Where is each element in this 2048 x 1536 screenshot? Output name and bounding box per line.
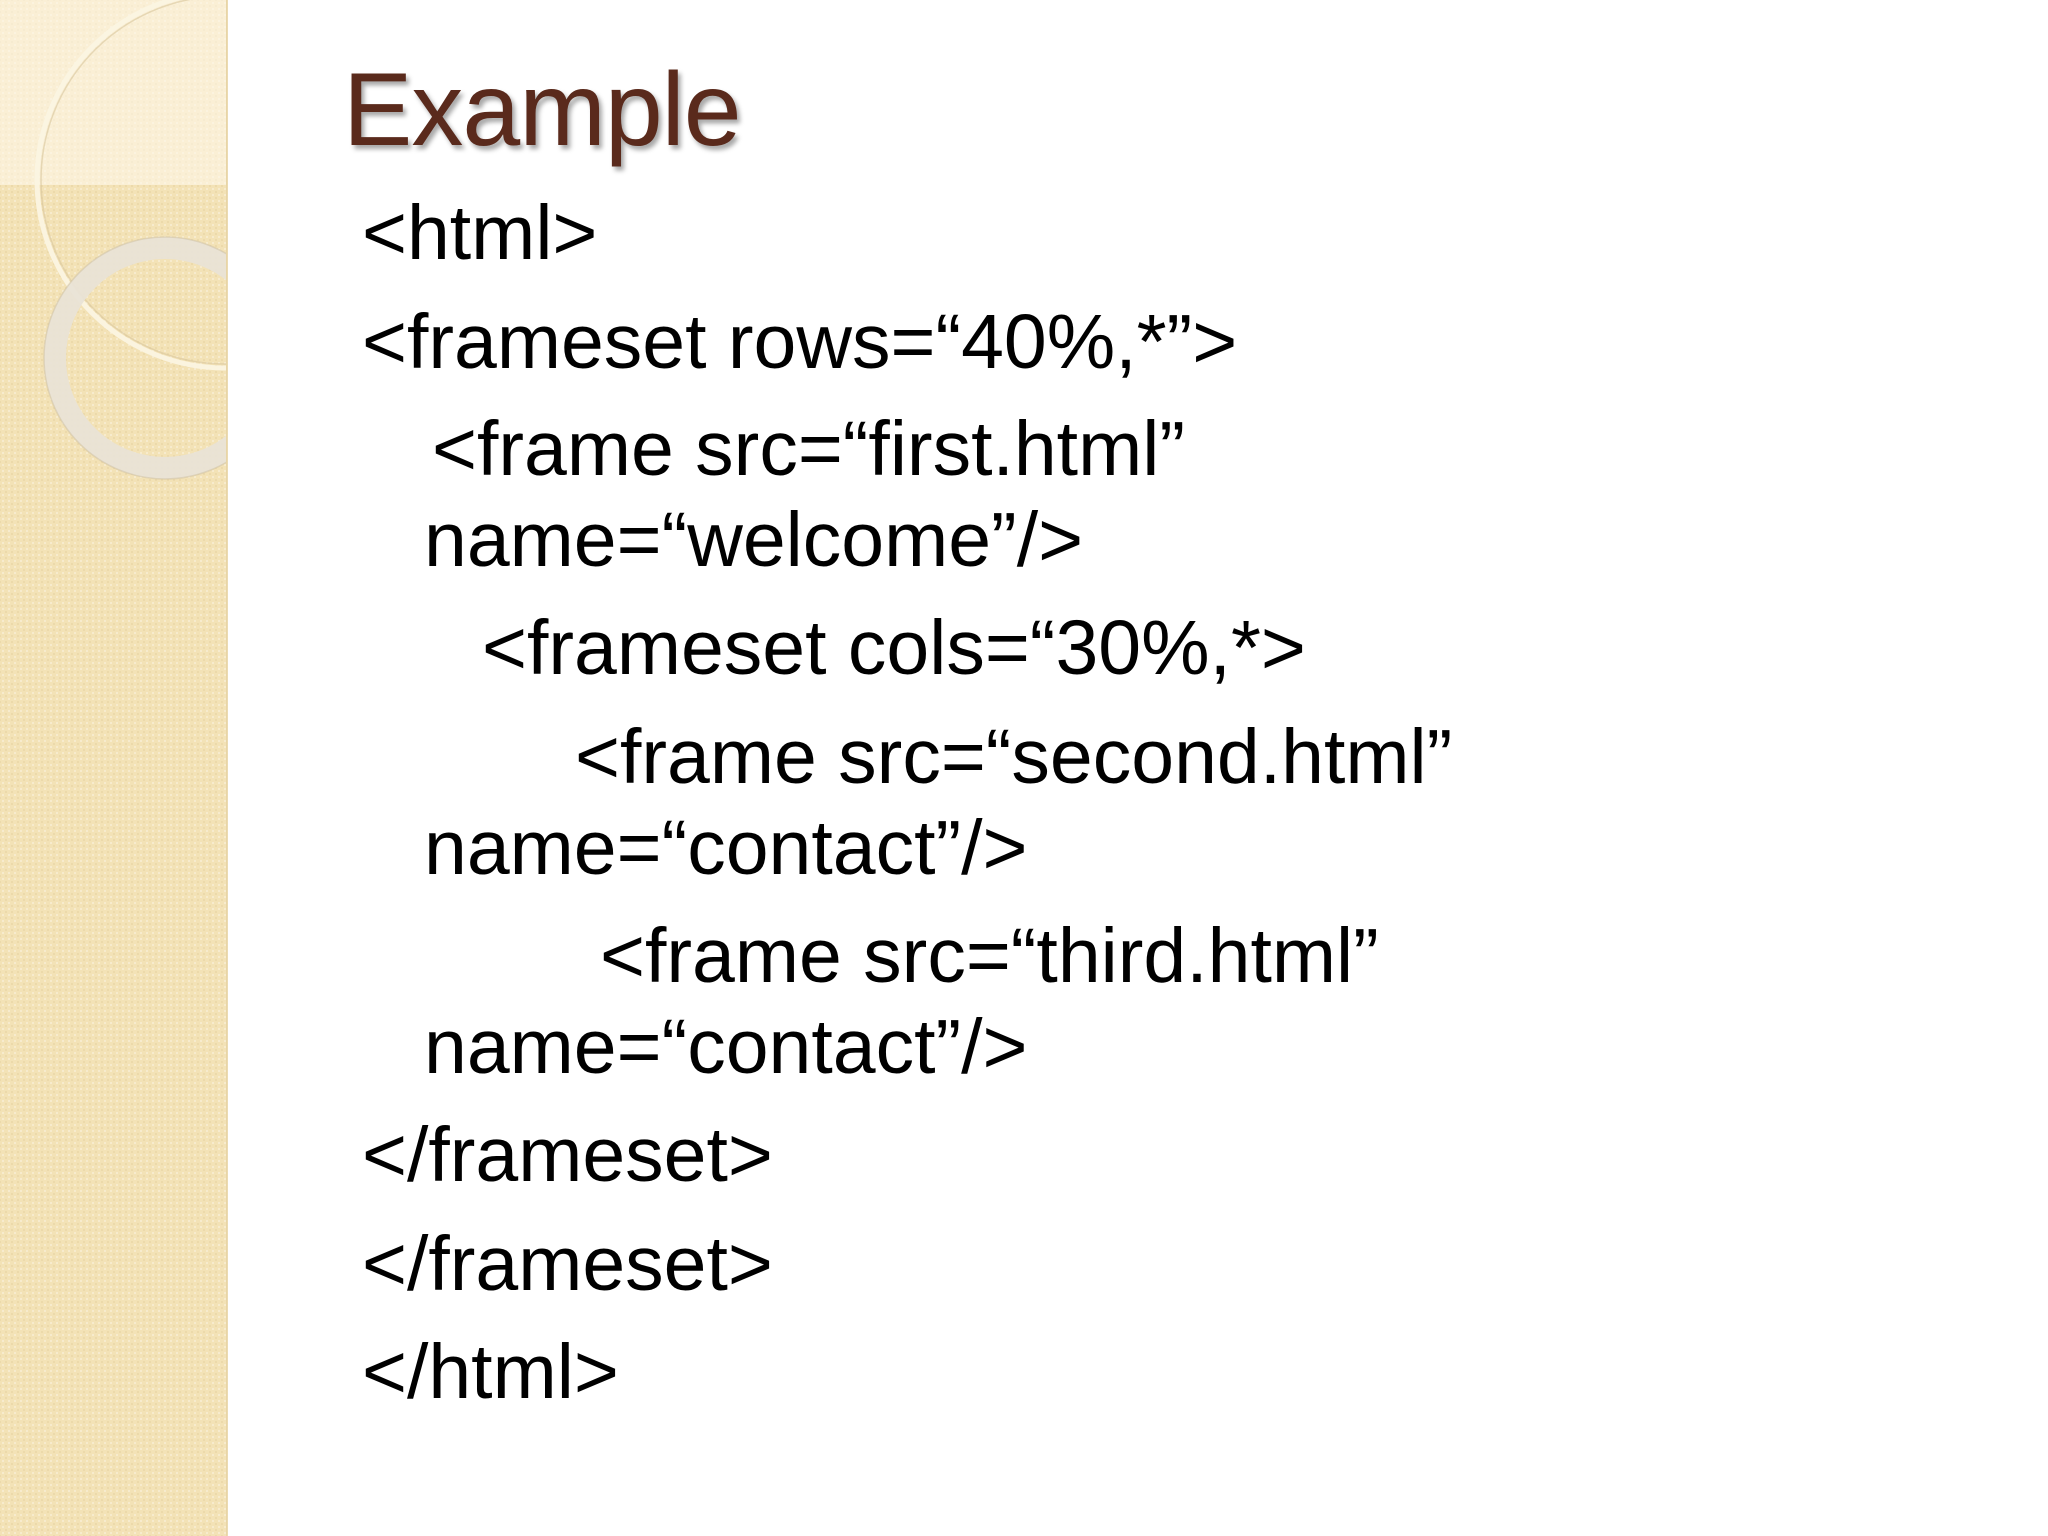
code-line-frameset-cols: <frameset cols=“30%,*> — [482, 605, 1306, 691]
code-line-html-open: <html> — [362, 190, 598, 276]
code-line-name-welcome: name=“welcome”/> — [424, 497, 1084, 583]
decorative-rings-icon — [34, 0, 228, 480]
slide-title: Example — [343, 52, 742, 168]
code-line-name-contact-2: name=“contact”/> — [424, 1004, 1028, 1090]
code-line-frame-second: <frame src=“second.html” — [575, 714, 1453, 800]
code-line-frameset-close-1: </frameset> — [362, 1112, 773, 1198]
code-line-html-close: </html> — [362, 1329, 619, 1415]
code-line-name-contact-1: name=“contact”/> — [424, 805, 1028, 891]
code-line-frame-first: <frame src=“first.html” — [432, 406, 1185, 492]
code-line-frameset-rows: <frameset rows=“40%,*”> — [362, 299, 1238, 385]
side-panel — [0, 0, 228, 1536]
code-line-frame-third: <frame src=“third.html” — [600, 913, 1379, 999]
slide-content — [228, 0, 2048, 1536]
code-line-frameset-close-2: </frameset> — [362, 1221, 773, 1307]
